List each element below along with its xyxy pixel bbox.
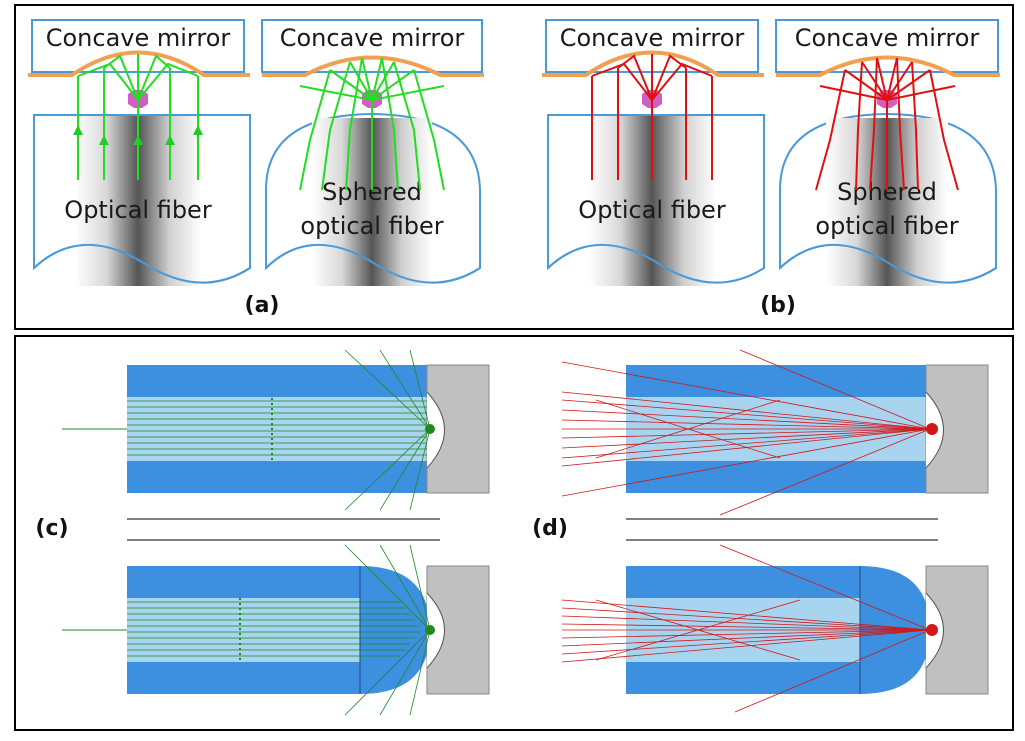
fiber-label-b2-line2: optical fiber [815, 212, 958, 240]
mirror-surface-b1 [542, 50, 764, 77]
core-c1 [127, 397, 427, 461]
panel-a: Concave mirror Optical fiber Concave mir… [28, 19, 484, 318]
bottom-frame [14, 335, 1014, 731]
panel-c: (c) [35, 349, 490, 716]
panel-tag-c: (c) [35, 516, 68, 541]
mirror-cavity-c2 [426, 592, 445, 669]
top-frame [14, 4, 1014, 330]
mirror-cavity-c1 [426, 391, 445, 469]
rays-a2 [299, 57, 445, 191]
panel-tag-b: (b) [760, 293, 796, 318]
rays-b1 [591, 54, 713, 180]
rays-d2 [561, 544, 931, 713]
mirror-label-b1: Concave mirror [560, 24, 745, 52]
mirror-label-a1: Concave mirror [46, 24, 231, 52]
fiber-label-a2-line2: optical fiber [300, 212, 443, 240]
core-c2 [127, 598, 360, 662]
mirror-surface-b2 [776, 55, 1000, 77]
rays-b2 [815, 57, 959, 191]
mirror-label-b2: Concave mirror [795, 24, 980, 52]
mirror-box-b2 [775, 19, 999, 73]
fiber-label-a1: Optical fiber [64, 196, 212, 224]
panel-tag-a: (a) [245, 293, 280, 318]
panel-b: Concave mirror Optical fiber Concave mir… [542, 19, 1000, 318]
mirror-label-a2: Concave mirror [280, 24, 465, 52]
mirror-surface-a1 [28, 50, 250, 77]
rays-d1 [561, 349, 931, 516]
panel-d: (d) [532, 349, 989, 713]
rays-c2 [127, 544, 431, 716]
fiber-label-b1: Optical fiber [578, 196, 726, 224]
rays-a1 [73, 54, 203, 180]
panel-tag-d: (d) [532, 516, 568, 541]
mirror-surface-a2 [262, 55, 484, 77]
rays-c1 [127, 349, 431, 511]
mirror-box-a2 [261, 19, 483, 73]
